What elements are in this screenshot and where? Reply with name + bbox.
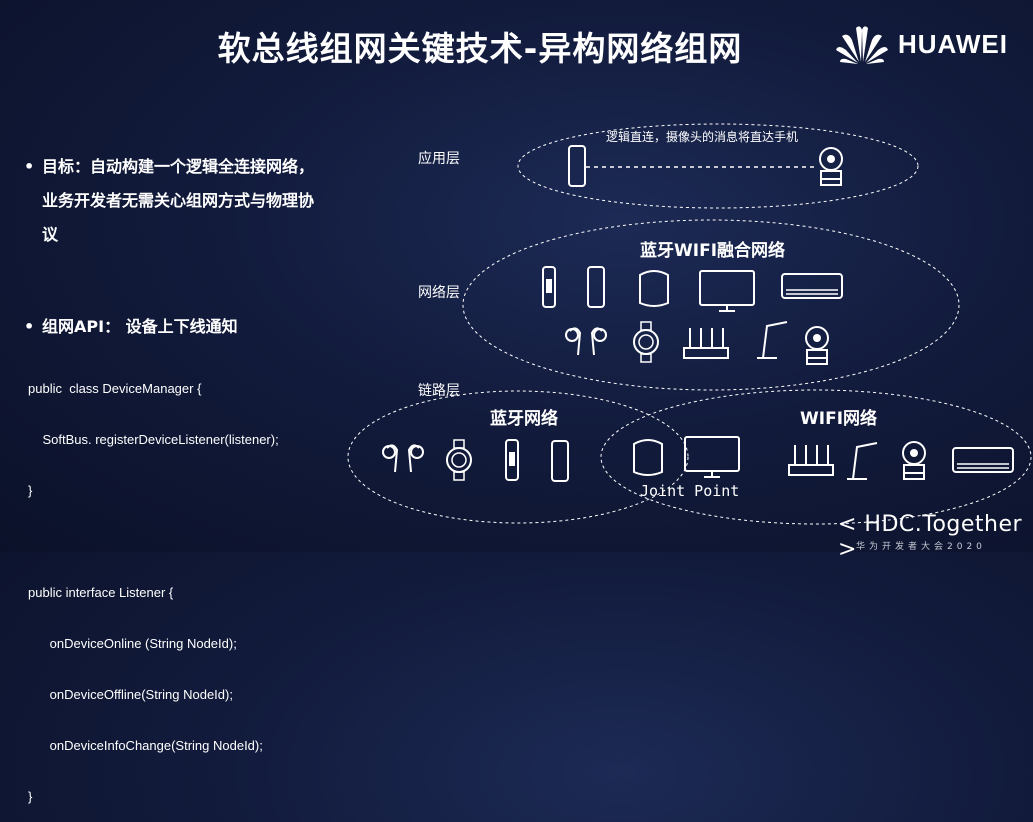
earbuds-icon [565, 327, 607, 356]
hdc-footer: < HDC.Together > [838, 512, 1023, 562]
phone-icon [551, 440, 569, 482]
bullet-dot: • [24, 317, 35, 336]
bluetooth-network-ellipse [347, 390, 689, 524]
phone-icon [568, 145, 586, 187]
code-line: } [28, 789, 33, 804]
brand-name: HUAWEI [898, 28, 1008, 59]
joint-point-label: Joint Point [640, 482, 740, 500]
watch-icon [633, 321, 659, 363]
code-line: public class DeviceManager { [28, 381, 202, 396]
fusion-network-title: 蓝牙WIFI融合网络 [640, 241, 786, 261]
bluetooth-network-title: 蓝牙网络 [490, 409, 558, 429]
goal-bullet: • 目标：自动构建一个逻辑全连接网络，业务开发者无需关心组网方式与物理协议 [24, 150, 322, 252]
lamp-icon [846, 442, 878, 480]
phone-icon [587, 266, 605, 308]
bullet-dot: • [24, 157, 35, 176]
code-line: onDeviceOnline (String NodeId); [28, 636, 237, 651]
tv-icon [684, 436, 740, 478]
tv-icon [699, 270, 755, 312]
speaker-icon [639, 270, 669, 307]
air-conditioner-icon [781, 273, 843, 299]
wifi-network-ellipse [600, 389, 1032, 525]
camera-icon [902, 441, 926, 480]
link-layer-label: 链路层 [418, 383, 460, 399]
speaker-icon [633, 439, 663, 476]
watch-icon [446, 439, 472, 481]
api-bullet: • 组网API： 设备上下线通知 [24, 310, 372, 344]
app-annotation: 逻辑直连，摄像头的消息将直达手机 [606, 130, 799, 144]
network-layer-label: 网络层 [418, 285, 460, 301]
code-line: onDeviceInfoChange(String NodeId); [28, 738, 263, 753]
code-line: SoftBus. registerDeviceListener(listener… [28, 432, 279, 447]
band-icon [505, 439, 519, 481]
network-diagram [347, 123, 1032, 525]
hdc-footer-subtitle: 华为开发者大会2020 [856, 542, 986, 552]
app-layer-label: 应用层 [418, 151, 460, 167]
lamp-icon [756, 321, 788, 359]
wifi-network-title: WIFI网络 [800, 409, 878, 429]
band-icon [542, 266, 556, 308]
router-icon [788, 444, 834, 476]
camera-icon [805, 326, 829, 365]
camera-icon [819, 147, 843, 186]
code-line: public interface Listener { [28, 585, 174, 600]
code-line: onDeviceOffline(String NodeId); [28, 687, 233, 702]
earbuds-icon [382, 444, 424, 473]
api-text: 组网API： 设备上下线通知 [42, 317, 238, 336]
huawei-logo: HUAWEI [834, 22, 1008, 66]
page-title: 软总线组网关键技术-异构网络组网 [217, 29, 743, 68]
router-icon [683, 327, 729, 359]
code-line: } [28, 483, 33, 498]
fusion-network-ellipse [462, 219, 960, 391]
app-layer-ellipse [517, 123, 919, 209]
air-conditioner-icon [952, 447, 1014, 473]
goal-text: 目标：自动构建一个逻辑全连接网络，业务开发者无需关心组网方式与物理协议 [42, 157, 315, 244]
huawei-flower-icon [836, 26, 888, 64]
